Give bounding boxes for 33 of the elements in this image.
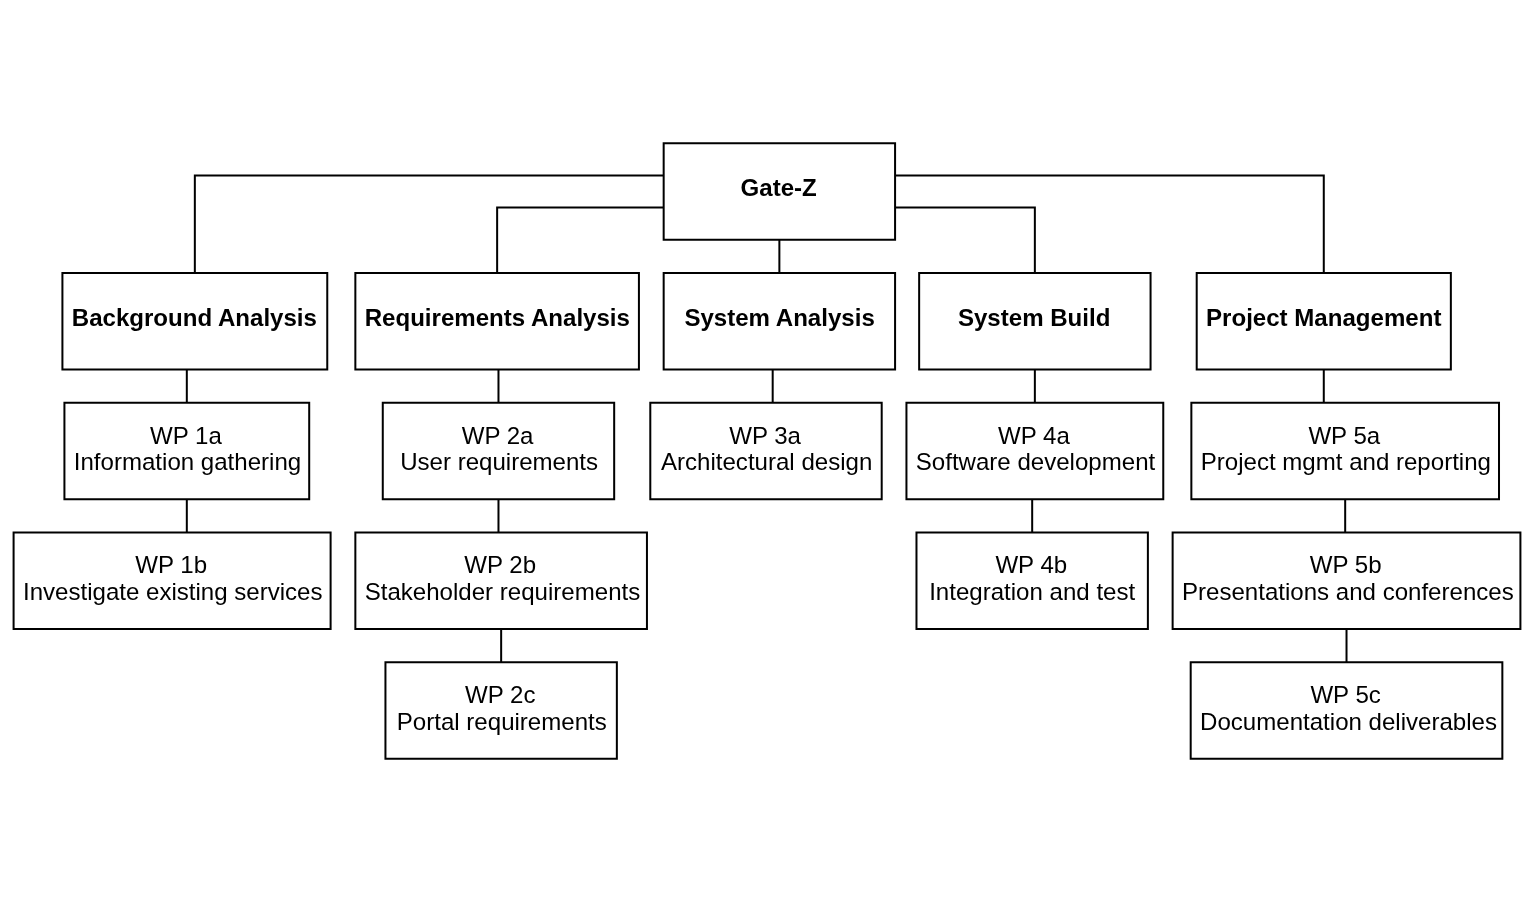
connector xyxy=(496,206,664,274)
node-box: System Build xyxy=(918,272,1152,371)
connector xyxy=(1344,499,1347,533)
connector xyxy=(1345,629,1348,663)
node-box: WP 4a Software development xyxy=(905,401,1165,501)
node-box: WP 5b Presentations and conferences xyxy=(1171,531,1522,630)
node-box: WP 1a Information gathering xyxy=(63,401,311,501)
node-box: Gate-Z xyxy=(662,142,897,241)
node-box: WP 4b Integration and test xyxy=(915,531,1149,630)
connector xyxy=(1322,369,1325,403)
connector xyxy=(895,206,1036,274)
node-box: System Analysis xyxy=(662,272,897,371)
node-box: WP 2a User requirements xyxy=(381,401,616,501)
connector xyxy=(500,629,503,663)
connector xyxy=(193,174,664,273)
connector xyxy=(497,499,500,533)
connector xyxy=(778,239,781,273)
node-box: WP 1b Investigate existing services xyxy=(12,531,332,630)
node-box: WP 3a Architectural design xyxy=(649,401,883,501)
node-box: WP 5c Documentation deliverables xyxy=(1189,661,1504,760)
node-box: Project Management xyxy=(1195,272,1452,371)
connector xyxy=(1031,499,1034,533)
node-box: WP 2b Stakeholder requirements xyxy=(354,531,648,630)
connector xyxy=(185,499,188,533)
connector xyxy=(185,369,188,403)
connector xyxy=(497,369,500,403)
node-box: Background Analysis xyxy=(61,272,329,371)
node-box: WP 5a Project mgmt and reporting xyxy=(1190,401,1500,501)
node-box: WP 2c Portal requirements xyxy=(384,661,618,760)
connector xyxy=(895,174,1325,273)
connector xyxy=(1033,369,1036,403)
node-box: Requirements Analysis xyxy=(354,272,640,371)
connector xyxy=(771,369,774,403)
